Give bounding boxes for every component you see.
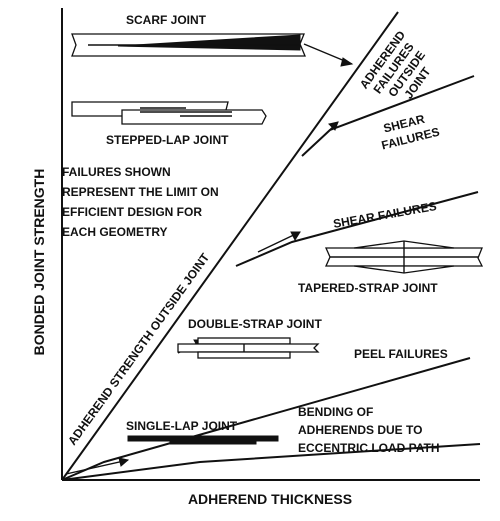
arrow-stepped-lap bbox=[312, 121, 339, 147]
tapered-strap-joint-label: TAPERED-STRAP JOINT bbox=[298, 281, 438, 295]
scarf-joint-icon bbox=[71, 33, 306, 57]
single-lap-joint-label: SINGLE-LAP JOINT bbox=[126, 419, 238, 433]
bending-line-2: ADHERENDS DUE TO bbox=[298, 423, 422, 437]
shear-failures-upper-label: SHEAR FAILURES bbox=[380, 112, 441, 153]
adherend-strength-diagonal bbox=[61, 11, 399, 481]
peel-failure-curve bbox=[61, 357, 471, 481]
arrow-tapered-strap bbox=[257, 231, 301, 253]
note-line-3: EFFICIENT DESIGN FOR bbox=[62, 205, 202, 219]
single-lap-joint-icon bbox=[127, 435, 279, 445]
tapered-strap-joint-icon bbox=[324, 240, 484, 274]
arrow-scarf bbox=[303, 43, 354, 67]
shear-failure-curve-lower bbox=[235, 191, 479, 267]
x-axis-label: ADHEREND THICKNESS bbox=[188, 491, 352, 507]
note-line-4: EACH GEOMETRY bbox=[62, 225, 168, 239]
double-strap-joint-label: DOUBLE-STRAP JOINT bbox=[188, 317, 322, 331]
peel-failures-label: PEEL FAILURES bbox=[354, 347, 448, 361]
single-lap-curve bbox=[61, 443, 481, 481]
stepped-lap-joint-icon bbox=[71, 101, 267, 125]
note-line-2: REPRESENT THE LIMIT ON bbox=[62, 185, 219, 199]
double-strap-joint-icon bbox=[177, 337, 320, 359]
stepped-lap-joint-label: STEPPED-LAP JOINT bbox=[106, 133, 229, 147]
y-axis-label: BONDED JOINT STRENGTH bbox=[31, 169, 47, 356]
bending-line-3: ECCENTRIC LOAD PATH bbox=[298, 441, 440, 455]
adherend-failures-label: ADHEREND FAILURES OUTSIDE JOINT bbox=[357, 28, 434, 102]
shear-failures-lower-label: SHEAR FAILURES bbox=[332, 199, 438, 231]
scarf-joint-label: SCARF JOINT bbox=[126, 13, 207, 27]
arrow-single-lap bbox=[65, 457, 130, 475]
bending-line-1: BENDING OF bbox=[298, 405, 373, 419]
note-line-1: FAILURES SHOWN bbox=[62, 165, 171, 179]
